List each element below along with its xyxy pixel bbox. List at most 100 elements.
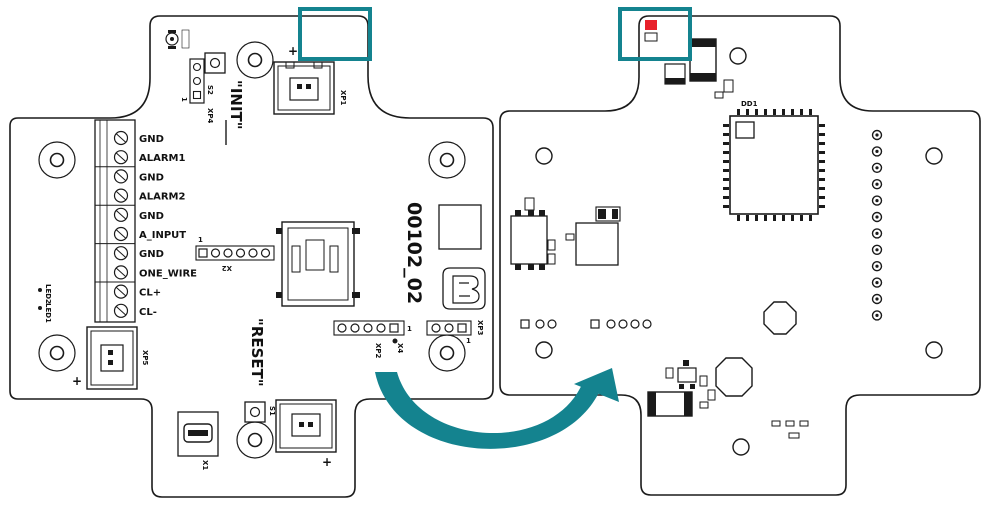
terminal-block [94, 119, 136, 323]
mount-hole [535, 147, 553, 165]
module-pad [723, 196, 729, 199]
xp3-header [426, 320, 472, 336]
module-pad [773, 215, 776, 221]
terminal-screw-slot [115, 171, 127, 182]
board-id: 00102_02 [403, 202, 425, 304]
led-marks: LED2 LED1 [38, 284, 52, 323]
module-pad [746, 109, 749, 115]
logo-icon [442, 267, 486, 310]
through-hole-pin [875, 166, 879, 170]
module-pad [723, 133, 729, 136]
module-pad [723, 124, 729, 127]
red-led [644, 20, 658, 42]
module-pad [819, 178, 825, 181]
highlight-box-front [298, 7, 372, 61]
module-pad [791, 109, 794, 115]
gsm-module [723, 109, 825, 221]
module-pad [737, 109, 740, 115]
header-pin [389, 323, 399, 333]
mount-hole [236, 41, 274, 79]
terminal-screw [113, 207, 129, 222]
ref-s2: S2 [206, 85, 214, 95]
ref-xp3: XP3 [476, 320, 484, 336]
pin-mark: 1 [198, 236, 203, 244]
module-pad [746, 215, 749, 221]
terminal-label: ALARM1 [139, 153, 186, 164]
terminal-screw-slot [115, 209, 127, 220]
through-hole-pin [871, 310, 883, 321]
curved-arrow [375, 368, 619, 449]
through-hole-pin [875, 149, 879, 153]
ref-xp2: XP2 [374, 343, 382, 359]
through-hole-pin [875, 199, 879, 203]
through-hole-pin [871, 178, 883, 190]
header-pin [235, 248, 246, 258]
buzzer-octagon-2 [715, 357, 753, 397]
back-board: DD1 [499, 15, 981, 496]
terminal-screws [95, 130, 135, 318]
through-hole-pin [871, 211, 883, 223]
terminal-labels: GNDALARM1GNDALARM2GNDA_INPUTGNDONE_WIREC… [139, 134, 197, 318]
pad-row-center [590, 319, 652, 329]
init-button [204, 52, 226, 74]
xp1-connector-bottom [275, 399, 337, 453]
module-pad [755, 215, 758, 221]
module-pad [723, 160, 729, 163]
init-label: "INIT" [227, 80, 245, 130]
terminal-label: GND [139, 134, 164, 145]
module-pad [819, 142, 825, 145]
module-pad [782, 109, 785, 115]
module-pad [800, 109, 803, 115]
module-pad [819, 187, 825, 190]
mount-hole [925, 341, 943, 359]
buzzer-octagon [763, 301, 797, 335]
through-hole-pin [875, 248, 879, 252]
module-pad [773, 109, 776, 115]
mount-hole [925, 147, 943, 165]
mount-hole [732, 438, 750, 456]
header-pin [223, 248, 233, 258]
terminal-screw-slot [115, 267, 127, 278]
ref-xp1: XP1 [339, 90, 347, 106]
module-pad [809, 215, 812, 221]
module-pad [764, 109, 767, 115]
terminal-screw-slot [115, 152, 127, 163]
through-hole-pin [871, 277, 883, 288]
ref-x1: X1 [201, 460, 209, 470]
module-pad [782, 215, 785, 221]
through-hole-pin [875, 182, 879, 186]
terminal-screw [113, 150, 129, 165]
header-pin [210, 248, 221, 258]
through-hole-pin [871, 146, 883, 157]
terminal-label: CL+ [139, 288, 161, 299]
module-pad [737, 215, 740, 221]
ref-s1: S1 [268, 406, 276, 416]
module-pad [819, 151, 825, 154]
through-hole-pin [871, 195, 883, 206]
ref-xp5: XP5 [141, 350, 149, 366]
module-pad [800, 215, 803, 221]
mount-hole [535, 341, 553, 359]
through-hole-pin [871, 228, 883, 239]
terminal-screw [113, 284, 129, 299]
test-point [392, 338, 398, 344]
xp2-header [333, 320, 405, 336]
reset-label: "RESET" [248, 318, 266, 387]
ref-xp4: XP4 [206, 108, 214, 124]
module-pad [819, 124, 825, 127]
small-pads [771, 420, 809, 439]
terminal-screw [113, 226, 129, 242]
header-pin [376, 323, 386, 333]
mount-hole [38, 141, 76, 179]
module-pad [819, 169, 825, 172]
terminal-screw [113, 130, 129, 146]
terminal-screw-slot [115, 286, 127, 297]
terminal-screw [113, 169, 129, 184]
through-hole-pin [871, 293, 883, 305]
module-pad [723, 142, 729, 145]
header-pin [248, 248, 258, 258]
terminal-label: CL- [139, 307, 157, 318]
xp5-connector [86, 326, 138, 390]
terminal-screw [113, 188, 129, 203]
module-pad [819, 205, 825, 208]
